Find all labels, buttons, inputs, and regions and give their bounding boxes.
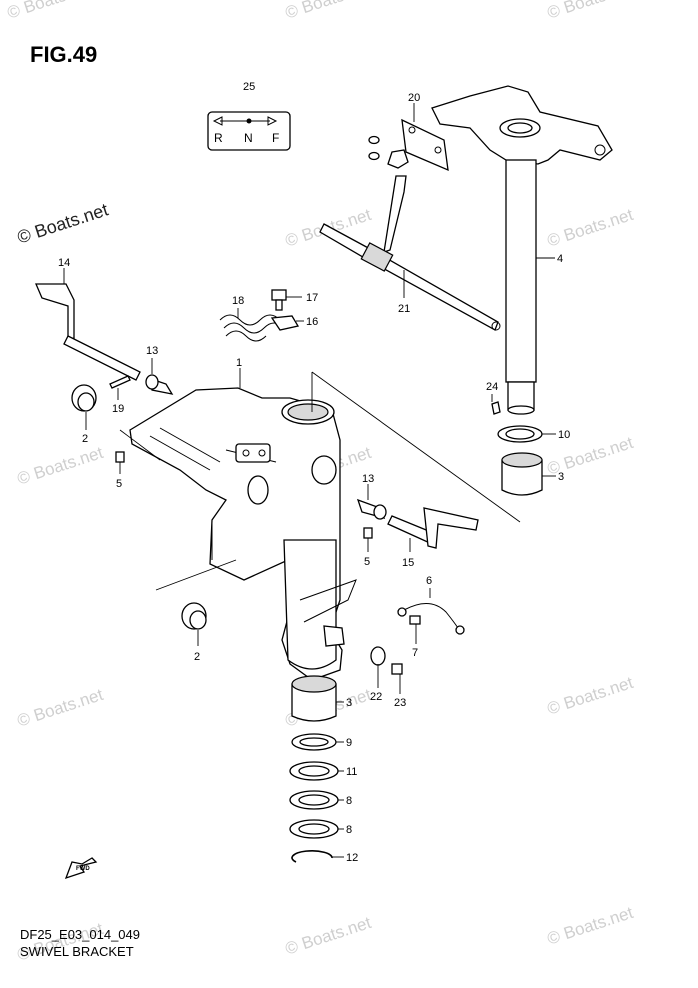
sign-f-text: F	[272, 131, 279, 145]
callout-label: 13	[362, 473, 374, 485]
bushing-2-lower	[181, 602, 207, 646]
callout-label: 8	[346, 795, 352, 807]
grease-nipple-5-right	[363, 527, 373, 552]
tilt-lever-15	[387, 507, 479, 552]
callout-label: 21	[398, 303, 410, 315]
callout-label: 3	[346, 697, 352, 709]
bushing-3-upper	[501, 452, 556, 496]
washer-10	[497, 425, 556, 443]
bolt-23	[391, 663, 403, 694]
upper-bracket-plate	[368, 103, 449, 172]
washer-8-upper	[289, 790, 344, 810]
bushing-13-left	[145, 358, 174, 395]
callout-label: 5	[364, 556, 370, 568]
circlip-12	[291, 850, 344, 863]
callout-label: 16	[306, 316, 318, 328]
bushing-13-right	[356, 484, 387, 520]
callout-label: 20	[408, 92, 420, 104]
bushing-3-lower	[291, 675, 344, 722]
callout-label: 10	[558, 429, 570, 441]
callout-label: 17	[306, 292, 318, 304]
callout-label: 3	[558, 471, 564, 483]
callout-label: 25	[243, 81, 255, 93]
washer-11	[289, 761, 344, 781]
steering-rod	[319, 175, 501, 331]
callout-label: 5	[116, 478, 122, 490]
bushing-2-left	[71, 384, 97, 430]
callout-label: 1	[236, 357, 242, 369]
callout-label: 12	[346, 852, 358, 864]
callout-label: 2	[82, 433, 88, 445]
tilt-spring	[219, 308, 285, 342]
callout-label: 24	[486, 381, 498, 393]
washer-9	[291, 733, 344, 751]
steering-shaft	[431, 85, 613, 415]
callout-label: 8	[346, 824, 352, 836]
bolt-17	[271, 289, 302, 311]
fwd-arrow-icon: FWD	[64, 857, 98, 880]
callout-label: 19	[112, 403, 124, 415]
washer-8-lower	[289, 819, 344, 839]
bolt-7	[409, 615, 421, 644]
callout-label: 4	[557, 253, 563, 265]
ground-wire	[397, 588, 465, 635]
callout-label: 23	[394, 697, 406, 709]
sign-r-text: R	[214, 131, 223, 145]
figure-title: FIG.49	[30, 42, 98, 67]
collar-22	[370, 646, 386, 688]
callout-label: 7	[412, 647, 418, 659]
callout-label: 11	[346, 766, 357, 778]
fwd-label: FWD	[76, 866, 90, 872]
callout-label: 14	[58, 257, 70, 269]
callout-label: 6	[426, 575, 432, 587]
callout-label: 22	[370, 691, 382, 703]
grease-nipple-5-left	[115, 451, 125, 474]
callout-label: 13	[146, 345, 158, 357]
shift-sign-plate: R N F	[207, 111, 291, 151]
callout-label: 15	[402, 557, 414, 569]
diagram-name: SWIVEL BRACKET	[20, 944, 134, 959]
stopper-16	[270, 315, 304, 331]
swivel-bracket-body	[129, 368, 357, 681]
key-24	[491, 394, 501, 415]
callout-labels: 25 20 4 14 18 17 16 21 13 1 24 19 2 10 5…	[58, 81, 570, 864]
callout-label: 18	[232, 295, 244, 307]
diagram-code: DF25_E03_014_049	[20, 927, 140, 942]
callout-label: 2	[194, 651, 200, 663]
sign-n-text: N	[244, 131, 253, 145]
tilt-lever	[35, 268, 141, 381]
pin-19	[109, 375, 131, 400]
callout-label: 9	[346, 737, 352, 749]
